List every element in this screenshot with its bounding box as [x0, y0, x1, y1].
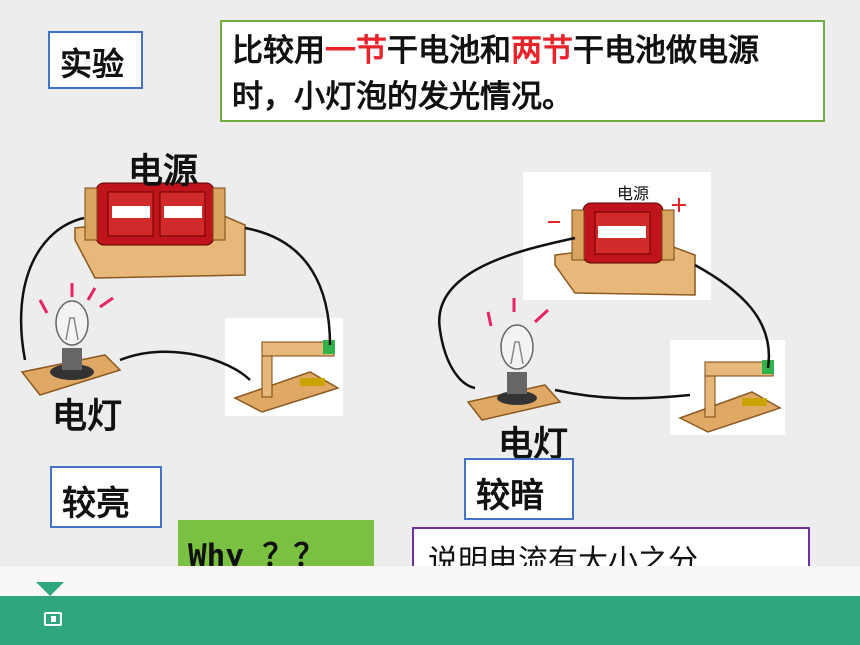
right-wires — [438, 236, 771, 400]
right-power-label: 电源 — [617, 184, 650, 203]
right-lamp — [466, 298, 562, 421]
left-result-box: 较亮 — [50, 466, 162, 528]
right-result-box: 较暗 — [464, 458, 574, 520]
footer-strip — [0, 566, 860, 596]
footer-notch — [36, 582, 64, 596]
title-box: 比较用一节干电池和两节干电池做电源时，小灯泡的发光情况。 — [220, 20, 825, 122]
presentation-icon[interactable] — [44, 612, 62, 626]
left-switch — [225, 318, 343, 416]
page-title: 比较用一节干电池和两节干电池做电源时，小灯泡的发光情况。 — [232, 33, 759, 115]
left-battery-board — [74, 182, 246, 279]
left-wires — [19, 216, 332, 381]
right-battery-board — [548, 198, 696, 296]
footer-bar — [0, 596, 860, 645]
experiment-tag-label: 实验 — [60, 45, 125, 83]
left-lamp-label: 电灯 — [52, 397, 123, 437]
right-result-label: 较暗 — [476, 476, 544, 516]
left-power-label: 电源 — [128, 152, 199, 192]
left-lamp — [20, 283, 122, 396]
left-result-label: 较亮 — [62, 484, 130, 524]
right-switch — [670, 340, 785, 435]
experiment-tag: 实验 — [48, 31, 143, 89]
